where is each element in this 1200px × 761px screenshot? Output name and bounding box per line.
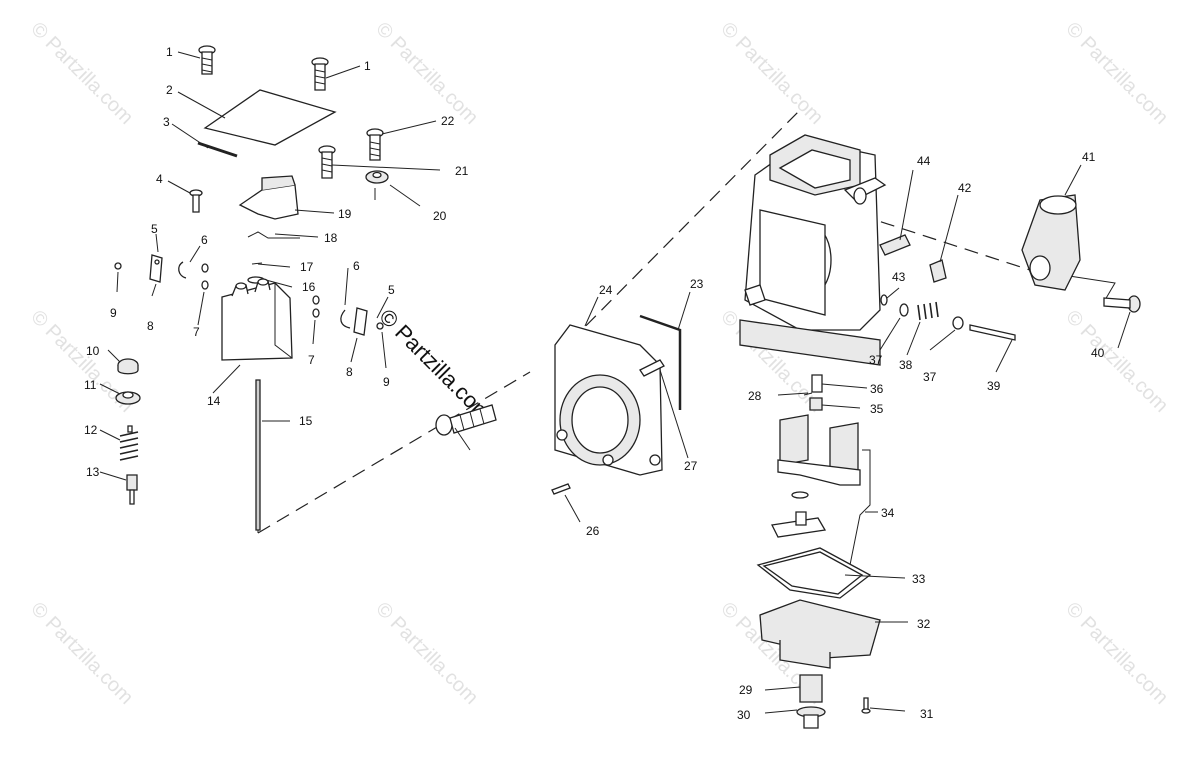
jet-44 — [879, 234, 911, 256]
callout-label: 10 — [86, 344, 100, 358]
pin-26 — [551, 483, 571, 495]
clip-18 — [247, 231, 300, 239]
callout-label: 15 — [299, 414, 313, 428]
adapter-screw — [435, 404, 497, 436]
callout-label: 9 — [110, 306, 117, 320]
callout-label: 35 — [870, 402, 884, 416]
gasket-23 — [639, 314, 682, 410]
pilot-screw-13 — [126, 474, 138, 505]
callout-label: 34 — [881, 506, 895, 520]
callout-label: 7 — [308, 353, 315, 367]
callout-label: 1 — [364, 59, 371, 73]
callout-label: 36 — [870, 382, 884, 396]
callout-label: 20 — [433, 209, 447, 223]
callout-label: 22 — [441, 114, 455, 128]
watermark: © Partzilla.com — [1061, 18, 1172, 129]
callout-label: 38 — [899, 358, 913, 372]
callout-label: 31 — [920, 707, 934, 721]
spring-12 — [119, 425, 139, 461]
float-34 — [771, 414, 861, 538]
callout-label: 5 — [388, 283, 395, 297]
watermark: © Partzilla.com — [371, 598, 482, 709]
screw-22 — [366, 128, 384, 161]
bracket-19 — [238, 175, 299, 220]
callout-label: 37 — [923, 370, 937, 384]
callout-label: 26 — [586, 524, 600, 538]
callout-label: 24 — [599, 283, 613, 297]
throttle-cover-41 — [1021, 194, 1081, 291]
callout-label: 18 — [324, 231, 338, 245]
float-assembly-14 — [221, 278, 293, 361]
callout-label: 37 — [869, 353, 883, 367]
nut-20 — [365, 170, 389, 184]
watermark: © Partzilla.com — [371, 18, 482, 129]
cover-plate — [203, 89, 337, 146]
screw-21 — [318, 145, 336, 179]
screw-4 — [189, 189, 203, 213]
washer-43 — [880, 294, 888, 306]
drain-29-30 — [796, 674, 826, 729]
callout-label: 11 — [84, 378, 97, 392]
callout-label: 17 — [300, 260, 314, 274]
cap-10 — [117, 358, 139, 375]
callout-label: 2 — [166, 83, 173, 97]
screw-1a — [198, 45, 216, 75]
callout-label: 43 — [892, 270, 906, 284]
callout-label: 41 — [1082, 150, 1096, 164]
callout-label: 32 — [917, 617, 931, 631]
callout-label: 4 — [156, 172, 163, 186]
screw-1b — [311, 57, 329, 91]
watermark: © Partzilla.com — [26, 18, 137, 129]
watermark-center: © Partzilla.com — [374, 304, 497, 427]
callout-label: 9 — [383, 375, 390, 389]
callout-label: 6 — [201, 233, 208, 247]
callout-label: 27 — [684, 459, 698, 473]
callout-label: 33 — [912, 572, 926, 586]
small-parts-left — [114, 254, 384, 336]
screw-40 — [1103, 295, 1141, 313]
watermark: © Partzilla.com — [1061, 306, 1172, 417]
callout-label: 13 — [86, 465, 100, 479]
watermark: © Partzilla.com — [1061, 598, 1172, 709]
callout-label: 8 — [147, 319, 154, 333]
callout-label: 3 — [163, 115, 170, 129]
pin-27 — [639, 359, 665, 377]
leader-lines — [99, 51, 1131, 714]
watermark: © Partzilla.com — [26, 598, 137, 709]
callout-label: 1 — [166, 45, 173, 59]
callout-label: 28 — [748, 389, 762, 403]
callout-label: 5 — [151, 222, 158, 236]
callout-label: 30 — [737, 708, 751, 722]
callout-label: 44 — [917, 154, 931, 168]
watermark: © Partzilla.com — [716, 18, 827, 129]
float-bowl-32 — [759, 599, 881, 669]
callout-label: 19 — [338, 207, 352, 221]
callout-labels: 1 1 2 3 4 5 5 6 6 7 7 8 8 9 9 10 11 12 1… — [84, 45, 1105, 722]
callout-label: 14 — [207, 394, 221, 408]
callout-label: 16 — [302, 280, 316, 294]
callout-label: 23 — [690, 277, 704, 291]
idle-adjust-parts — [899, 301, 1016, 341]
callout-label: 6 — [353, 259, 360, 273]
callout-label: 8 — [346, 365, 353, 379]
screw-31 — [861, 697, 871, 714]
cap-42 — [929, 259, 947, 283]
callout-label: 40 — [1091, 346, 1105, 360]
callout-label: 21 — [455, 164, 469, 178]
needle-valve — [803, 374, 823, 411]
nut-11 — [115, 391, 141, 405]
float-bowl-gasket-33 — [756, 547, 872, 599]
callout-label: 7 — [193, 325, 200, 339]
needle-jet-15 — [255, 379, 261, 531]
callout-label: 39 — [987, 379, 1001, 393]
carburetor-body — [739, 134, 887, 366]
callout-label: 12 — [84, 423, 98, 437]
callout-label: 42 — [958, 181, 972, 195]
intake-adapter-24 — [554, 324, 663, 476]
callout-label: 29 — [739, 683, 753, 697]
